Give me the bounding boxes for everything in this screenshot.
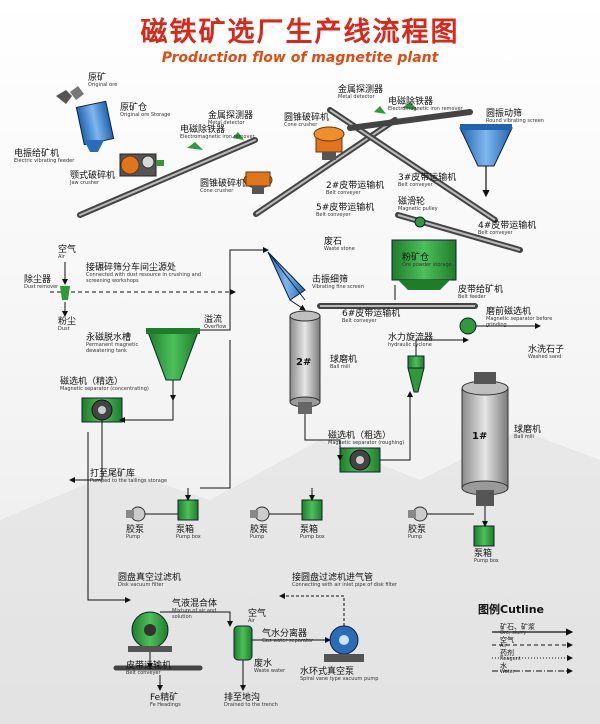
pump-box-2-icon <box>301 499 323 521</box>
cone-crusher-1-icon <box>313 126 345 160</box>
label-separator-rough: 磁选机（粗选）Magnetic separator (roughing) <box>328 431 405 447</box>
disk-vacuum-filter-icon <box>128 611 172 652</box>
round-vibrating-screen-icon <box>459 124 513 198</box>
pump-box-1-icon <box>177 499 199 521</box>
metal-detector-1-icon <box>232 132 244 140</box>
dust-remover-icon <box>50 262 236 317</box>
magnetic-separator-rough-icon <box>339 447 381 473</box>
title-chinese: 磁铁矿选厂生产线流程图 <box>140 17 460 48</box>
ore-powder-storage-icon <box>391 239 457 290</box>
label-mill-1-number: 1# <box>472 431 488 442</box>
ball-mill-2-icon <box>289 310 321 414</box>
magnetic-separator-conc-icon <box>81 397 123 423</box>
belt-3 <box>347 109 473 131</box>
vibrating-fine-screen-icon <box>267 251 306 301</box>
vacuum-pump-icon <box>324 625 364 662</box>
iron-remover-2-icon <box>402 102 418 110</box>
cone-crusher-2-icon <box>243 171 273 194</box>
legend-lines <box>492 628 574 674</box>
gas-water-separator-icon <box>233 625 253 661</box>
pump-3-icon <box>408 506 428 522</box>
ball-mill-1-icon <box>461 372 509 506</box>
magnetic-pulley-icon <box>414 216 426 228</box>
jaw-crusher-icon <box>119 153 164 177</box>
label-separator-conc: 磁选机（精选）Magnetic separator (concentrating… <box>60 377 149 393</box>
hydraulic-cyclone-icon <box>407 355 425 393</box>
raw-ore-bin-icon <box>75 100 115 152</box>
pump-box-3-icon <box>473 525 495 547</box>
legend-title: 图例Cutline <box>478 603 544 616</box>
iron-remover-1-icon <box>187 142 203 150</box>
metal-detector-2-icon <box>374 106 386 114</box>
label-mill-2-number: 2# <box>296 357 312 368</box>
pre-separator-icon <box>459 317 477 335</box>
dewatering-tank-icon <box>146 328 200 401</box>
title-english: Production flow of magnetite plant <box>161 50 439 66</box>
raw-ore-icon <box>56 86 84 104</box>
